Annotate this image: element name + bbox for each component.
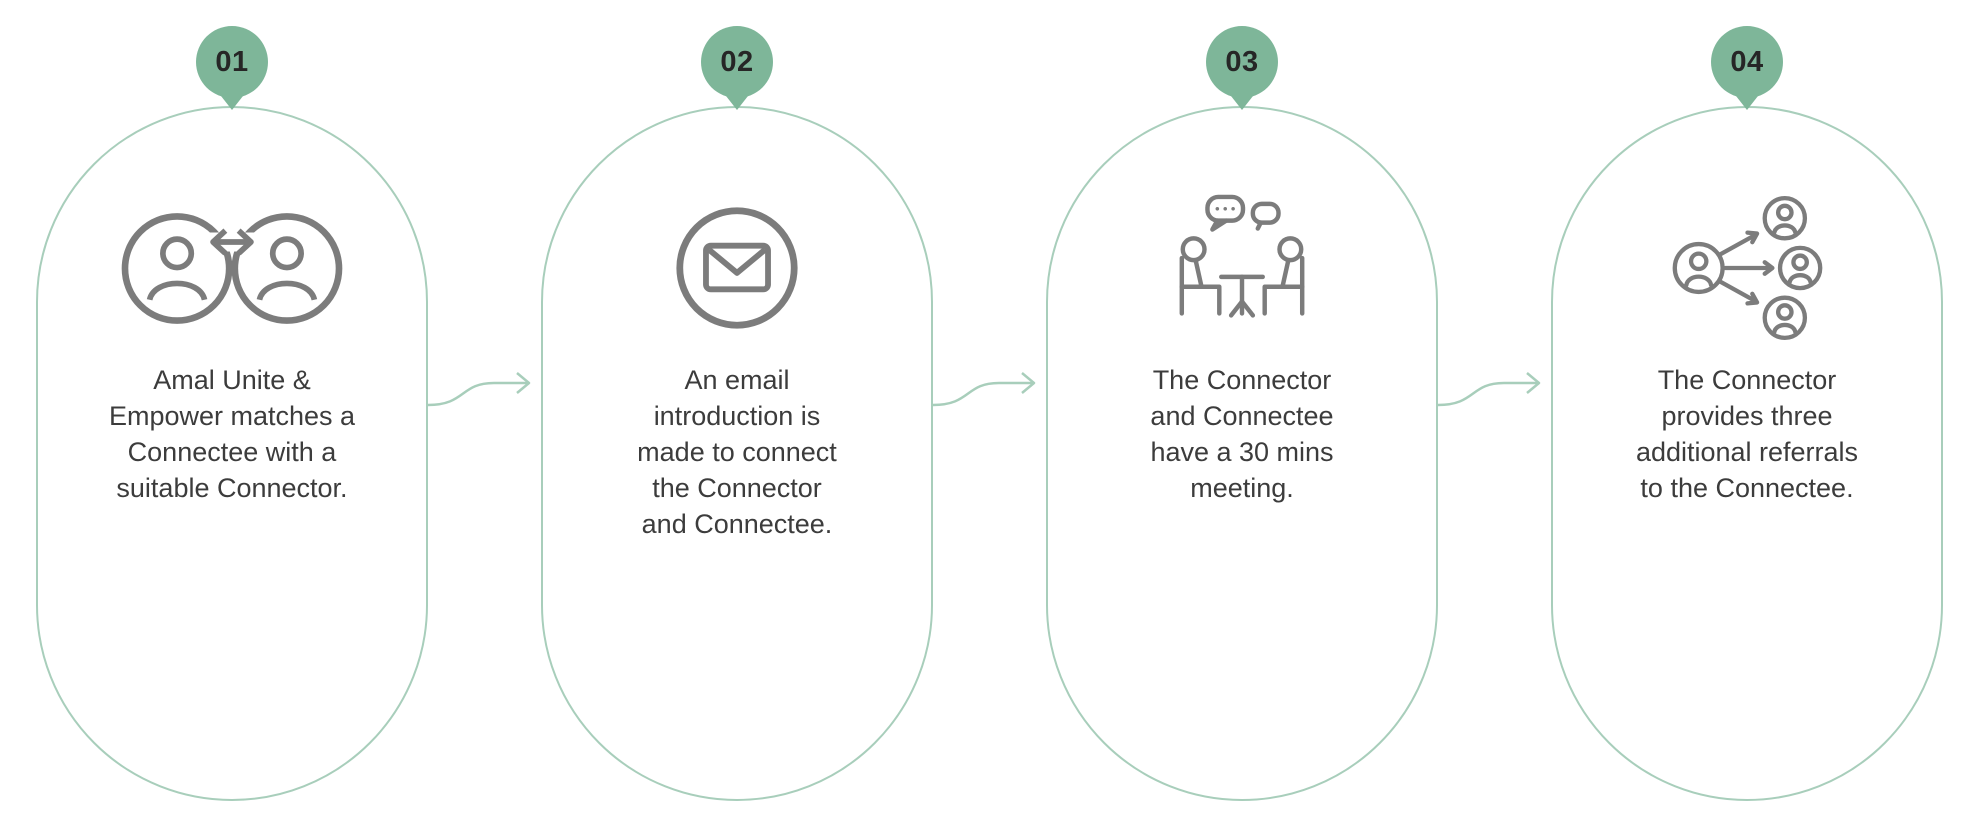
step-number: 02 [720,45,754,78]
step-3: 03 [1046,0,1438,801]
meeting-icon [1158,183,1326,353]
step-4-description: The Connector provides three additional … [1635,365,1859,503]
step-3-capsule: The Connector and Connectee have a 30 mi… [1046,106,1438,801]
step-number: 04 [1730,45,1764,78]
step-1: 01 Amal Unite & Empower matches a Con [36,0,428,801]
next-step-arrow-2 [933,0,1046,416]
step-number: 01 [215,45,249,78]
email-introduction-icon [673,183,801,353]
badge-pointer [726,96,748,110]
step-1-capsule: Amal Unite & Empower matches a Connectee… [36,106,428,801]
match-connector-icon [118,183,346,353]
step-3-number-badge: 03 [1206,26,1278,98]
step-number: 03 [1225,45,1259,78]
step-3-description: The Connector and Connectee have a 30 mi… [1150,365,1334,503]
next-step-arrow-1 [428,0,541,416]
next-step-arrow-3 [1438,0,1551,416]
step-4: 04 [1551,0,1943,801]
step-2-description: An email introduction is made to connect… [637,365,837,539]
referrals-icon [1670,183,1825,353]
step-2-number-badge: 02 [701,26,773,98]
step-2: 02 An email introduction is made to conn… [541,0,933,801]
step-1-description: Amal Unite & Empower matches a Connectee… [108,365,356,503]
badge-pointer [1736,96,1758,110]
step-1-number-badge: 01 [196,26,268,98]
badge-pointer [1231,96,1253,110]
step-4-capsule: The Connector provides three additional … [1551,106,1943,801]
step-4-number-badge: 04 [1711,26,1783,98]
step-2-capsule: An email introduction is made to connect… [541,106,933,801]
badge-pointer [221,96,243,110]
